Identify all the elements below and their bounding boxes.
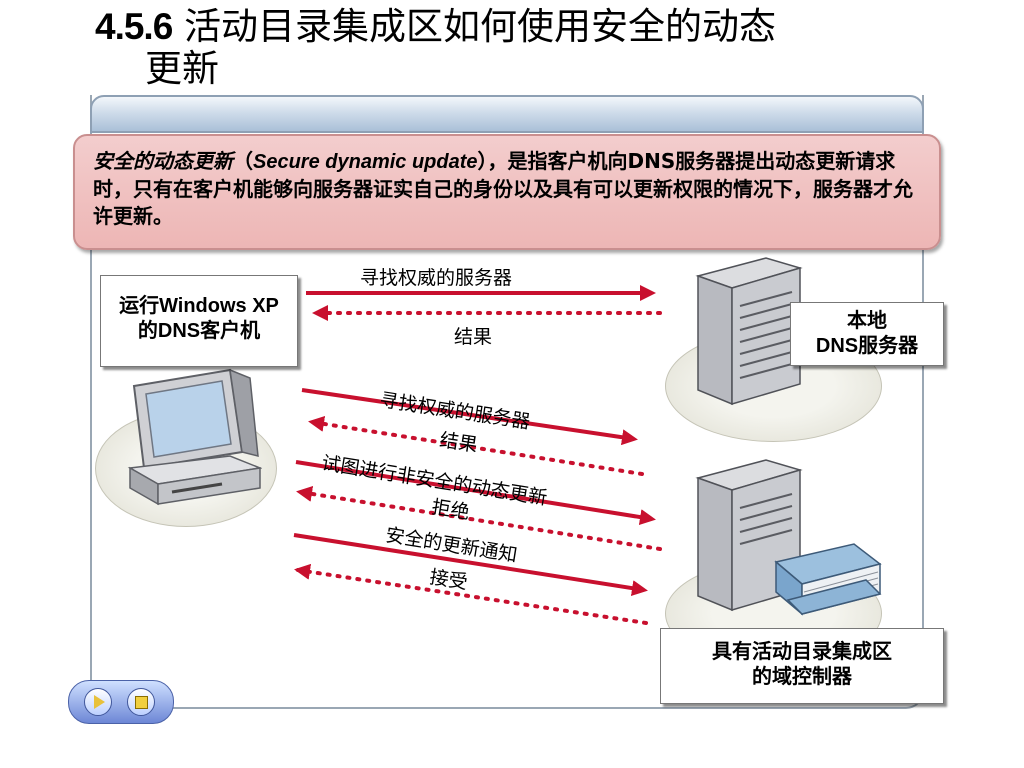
definition-text: 安全的动态更新（Secure dynamic update），是指客户机向DNS… xyxy=(93,148,923,230)
label-accept: 接受 xyxy=(428,566,470,594)
arrow-accept xyxy=(294,563,648,625)
page-title: 4.5.6 活动目录集成区如何使用安全的动态 更新 xyxy=(95,6,895,90)
panel-header-bar xyxy=(90,95,924,133)
section-number: 4.5.6 xyxy=(95,6,173,47)
definition-callout: 安全的动态更新（Secure dynamic update），是指客户机向DNS… xyxy=(73,134,941,250)
label-request-local: 寻找权威的服务器 xyxy=(360,267,513,289)
label-refuse: 拒绝 xyxy=(430,496,472,524)
definition-term: 安全的动态更新 xyxy=(93,149,233,173)
dc-label-box: 具有活动目录集成区 的域控制器 xyxy=(660,628,944,704)
slide-nav-control xyxy=(68,680,174,724)
desktop-computer-icon xyxy=(127,368,262,506)
local-dns-line-2: DNS服务器 xyxy=(815,335,919,357)
server-tower-icon xyxy=(695,257,803,406)
arrow-secure-update xyxy=(293,533,648,597)
label-result-local: 结果 xyxy=(454,326,493,348)
arrow-result-dc xyxy=(308,415,644,476)
arrow-insecure-update xyxy=(295,460,656,526)
local-dns-line-1: 本地 xyxy=(847,310,887,332)
local-dns-label-box: 本地 DNS服务器 xyxy=(790,302,944,366)
label-result-dc: 结果 xyxy=(438,429,480,457)
title-line-1: 活动目录集成区如何使用安全的动态 xyxy=(184,5,777,48)
client-line-2: 的DNS客户机 xyxy=(137,320,261,342)
directory-binder-icon xyxy=(774,543,882,616)
client-line-1: 运行Windows XP xyxy=(119,295,279,317)
paren-close: ） xyxy=(477,149,488,173)
definition-term-en: Secure dynamic update xyxy=(253,151,478,173)
stop-icon[interactable] xyxy=(127,688,155,716)
title-line-2: 更新 xyxy=(145,47,219,90)
definition-body: ，是指客户机向DNS服务器提出动态更新请求时，只有在客户机能够向服务器证实自己的… xyxy=(93,149,913,228)
arrow-request-dc xyxy=(301,388,638,446)
paren-open: （ xyxy=(233,149,253,173)
arrow-refuse xyxy=(296,485,662,551)
client-label-box: 运行Windows XP 的DNS客户机 xyxy=(100,275,298,367)
play-icon[interactable] xyxy=(84,688,112,716)
dc-line-2: 的域控制器 xyxy=(752,666,852,688)
dc-line-1: 具有活动目录集成区 xyxy=(712,641,892,663)
